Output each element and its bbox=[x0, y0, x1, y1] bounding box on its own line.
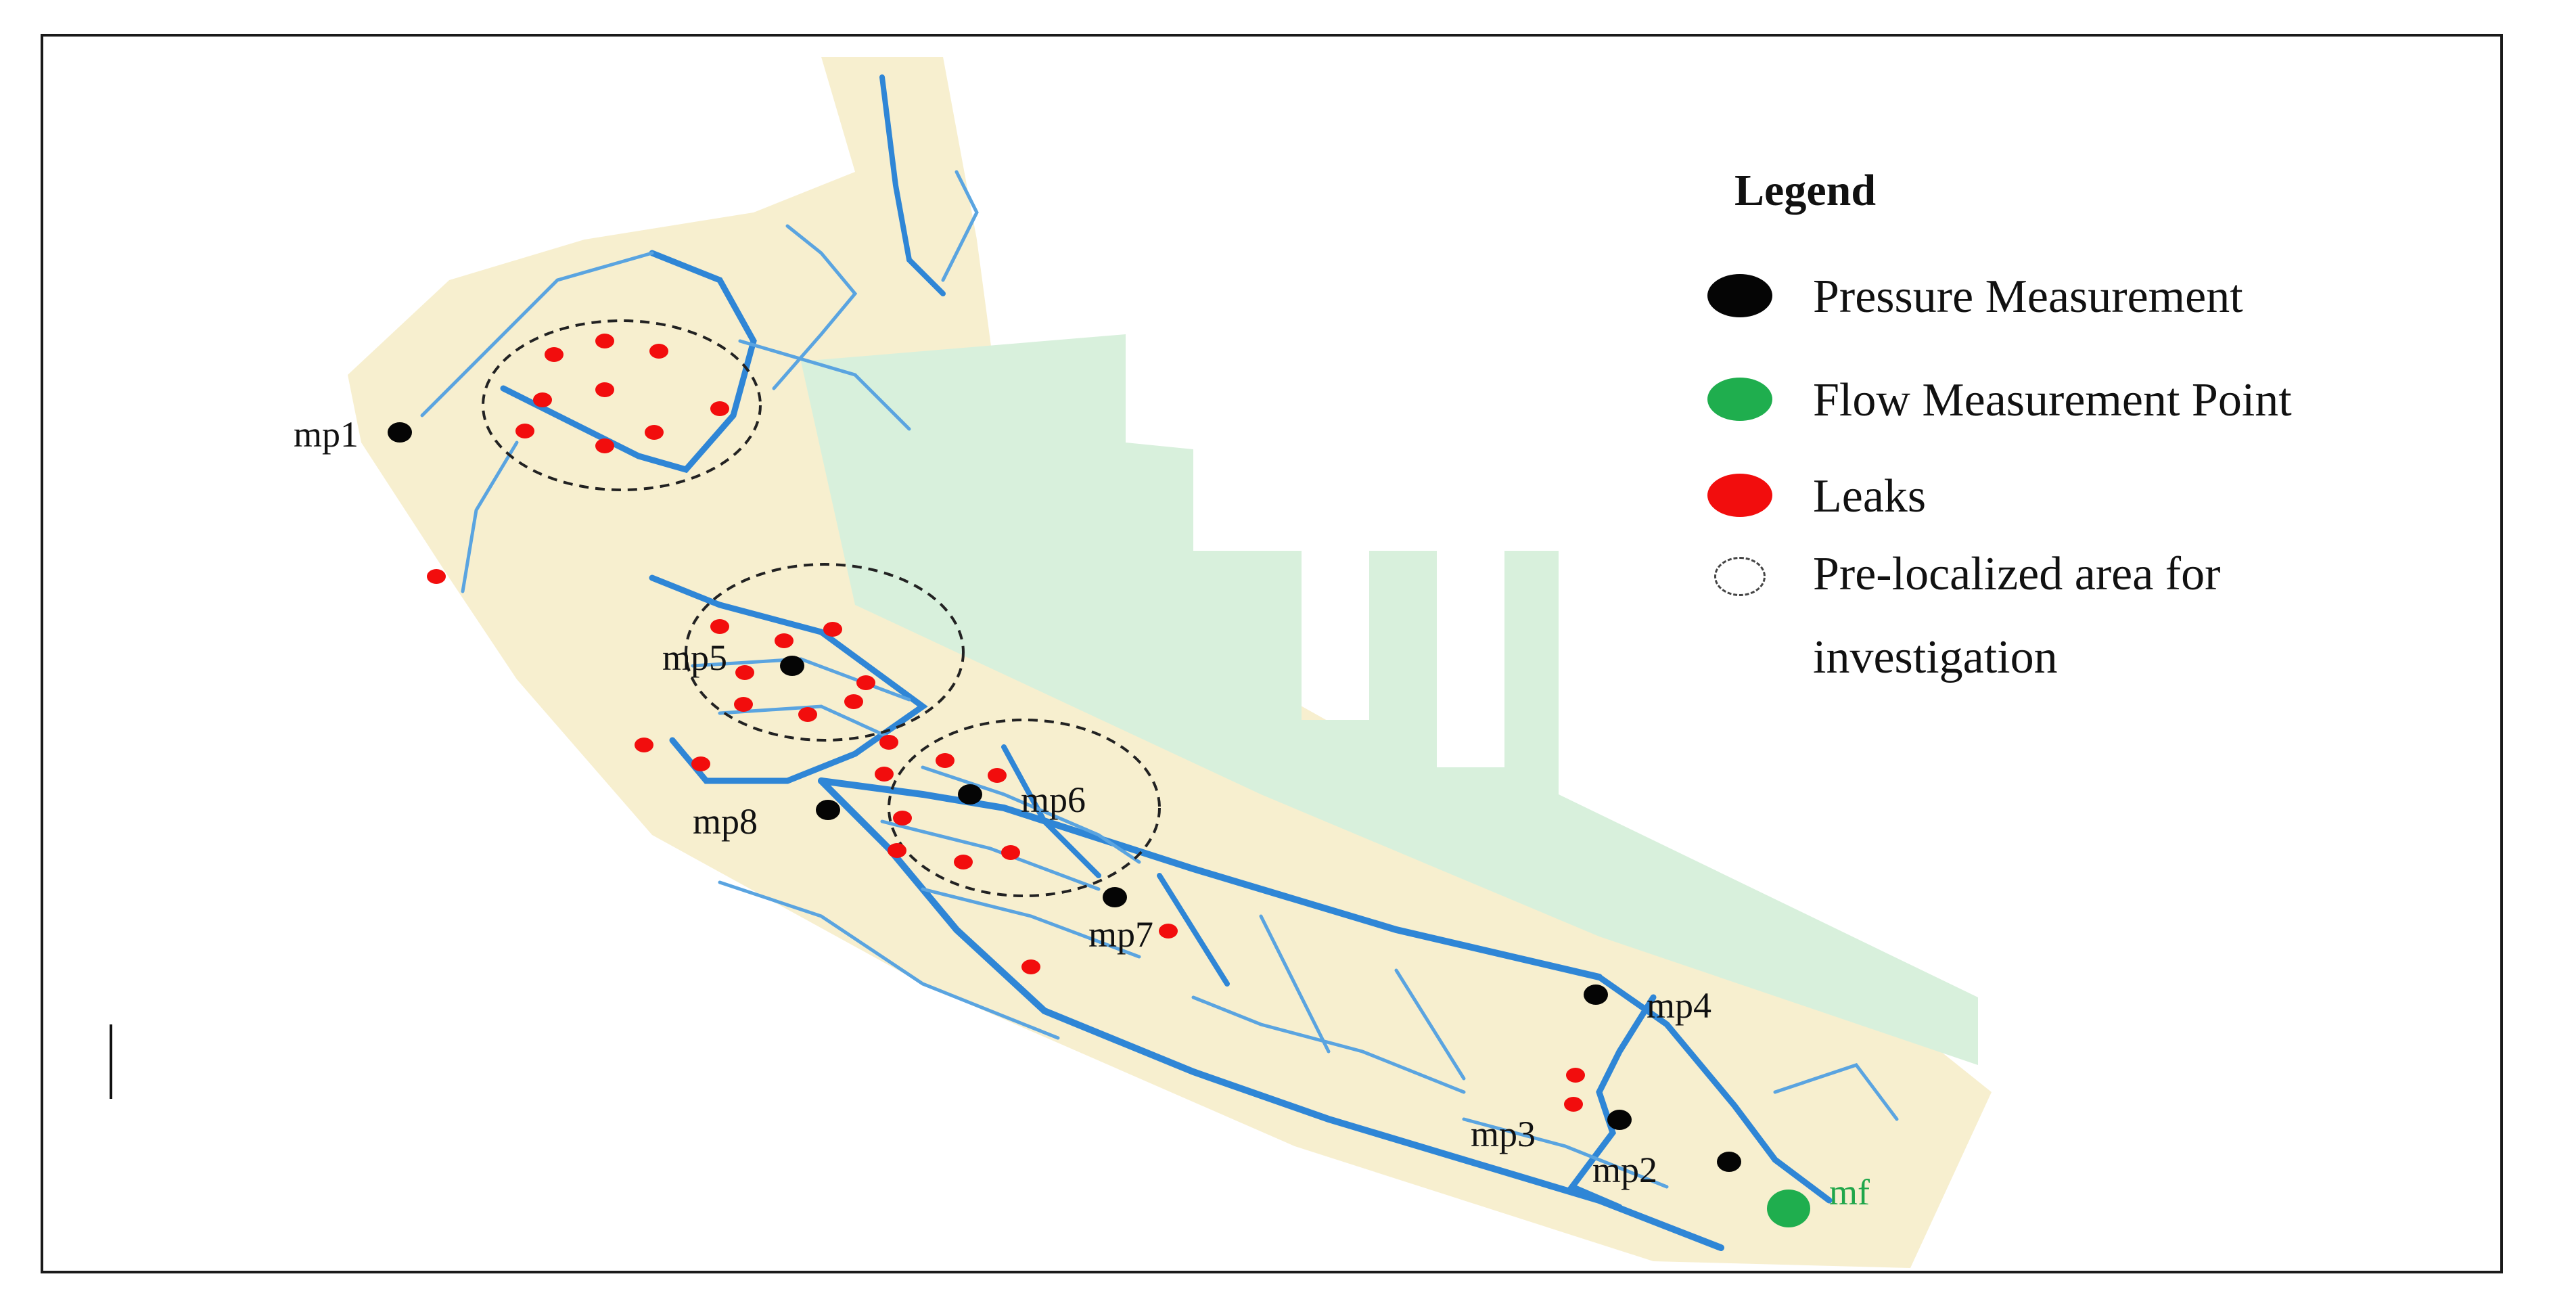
legend-label-flow: Flow Measurement Point bbox=[1813, 374, 2292, 426]
leak-dot bbox=[844, 694, 863, 709]
leak-icon bbox=[1707, 474, 1772, 517]
text-cursor bbox=[110, 1024, 112, 1099]
pressure-point-mp8 bbox=[816, 800, 840, 820]
leak-dot bbox=[936, 753, 954, 768]
legend-label-leaks: Leaks bbox=[1813, 470, 1927, 522]
leak-dot bbox=[1001, 845, 1020, 860]
leak-dot bbox=[515, 424, 534, 438]
label-mp5: mp5 bbox=[662, 637, 727, 678]
leak-dot bbox=[775, 633, 794, 648]
label-mp6: mp6 bbox=[1021, 779, 1086, 820]
dashed-ellipse-icon bbox=[1714, 557, 1766, 596]
leak-dot bbox=[545, 347, 564, 362]
area-ellipse-mp5 bbox=[685, 563, 965, 742]
legend-label-area-line2: investigation bbox=[1813, 631, 2058, 683]
leak-dot bbox=[1021, 959, 1040, 974]
legend-item-area-cont: investigation bbox=[1707, 617, 2519, 698]
legend-item-leaks: Leaks bbox=[1707, 456, 2519, 537]
area-ellipse-mp6 bbox=[888, 719, 1161, 897]
leak-dot bbox=[823, 622, 842, 637]
pipe-network bbox=[420, 74, 1899, 1251]
leak-dot bbox=[649, 344, 668, 359]
leak-dot bbox=[888, 843, 906, 858]
leak-dot bbox=[710, 619, 729, 634]
leaks bbox=[427, 334, 1585, 1112]
flow-point-mf bbox=[1767, 1190, 1810, 1227]
leak-dot bbox=[798, 707, 817, 722]
pressure-point-icon bbox=[1707, 274, 1772, 317]
label-mp8: mp8 bbox=[693, 801, 758, 842]
legend-label-pressure: Pressure Measurement bbox=[1813, 271, 2243, 323]
legend-item-area: Pre-localized area for bbox=[1707, 534, 2519, 615]
leak-dot bbox=[1566, 1068, 1585, 1083]
label-mp2: mp2 bbox=[1592, 1150, 1657, 1190]
leak-dot bbox=[856, 675, 875, 690]
legend-item-pressure: Pressure Measurement bbox=[1707, 256, 2519, 338]
leak-dot bbox=[595, 334, 614, 348]
port-area bbox=[801, 334, 1978, 1065]
pressure-points bbox=[388, 422, 1741, 1172]
label-mp3: mp3 bbox=[1471, 1114, 1536, 1154]
flow-point-icon bbox=[1707, 378, 1772, 421]
leak-dot bbox=[710, 401, 729, 416]
pressure-point-mp6 bbox=[958, 784, 982, 805]
leak-dot bbox=[427, 569, 446, 584]
leak-dot bbox=[734, 697, 753, 712]
pressure-point-mp2 bbox=[1607, 1110, 1632, 1130]
legend-title: Legend bbox=[1734, 166, 1877, 215]
label-mp7: mp7 bbox=[1088, 914, 1153, 955]
leak-dot bbox=[735, 665, 754, 680]
leak-dot bbox=[893, 811, 912, 825]
legend-label-area-line1: Pre-localized area for bbox=[1813, 548, 2221, 600]
legend-item-flow: Flow Measurement Point bbox=[1707, 360, 2519, 441]
leak-dot bbox=[533, 392, 552, 407]
pressure-point-mp5 bbox=[780, 656, 804, 676]
leak-dot bbox=[875, 767, 894, 782]
pressure-point-mp7 bbox=[1103, 887, 1127, 907]
leak-dot bbox=[954, 855, 973, 869]
figure-frame: mp1 mp5 mp6 mp8 mp7 mp4 mp3 mp2 mf Legen… bbox=[41, 34, 2503, 1273]
pressure-point-mp1 bbox=[388, 422, 412, 443]
leak-dot bbox=[635, 738, 653, 752]
pressure-point-mp4 bbox=[1584, 985, 1608, 1005]
leak-dot bbox=[879, 735, 898, 750]
leak-dot bbox=[595, 382, 614, 397]
pre-localized-areas bbox=[482, 319, 1161, 897]
leak-dot bbox=[1159, 924, 1178, 938]
network-map: mp1 mp5 mp6 mp8 mp7 mp4 mp3 mp2 mf bbox=[294, 57, 1992, 1268]
area-ellipse-north bbox=[482, 319, 762, 491]
leak-dot bbox=[988, 768, 1007, 783]
leak-dot bbox=[1564, 1097, 1583, 1112]
label-mp4: mp4 bbox=[1647, 985, 1711, 1026]
leak-dot bbox=[691, 756, 710, 771]
leak-dot bbox=[645, 425, 664, 440]
leak-dot bbox=[595, 438, 614, 453]
pressure-point-outlet bbox=[1717, 1152, 1741, 1172]
label-mp1: mp1 bbox=[294, 414, 359, 455]
label-mf: mf bbox=[1829, 1172, 1870, 1213]
